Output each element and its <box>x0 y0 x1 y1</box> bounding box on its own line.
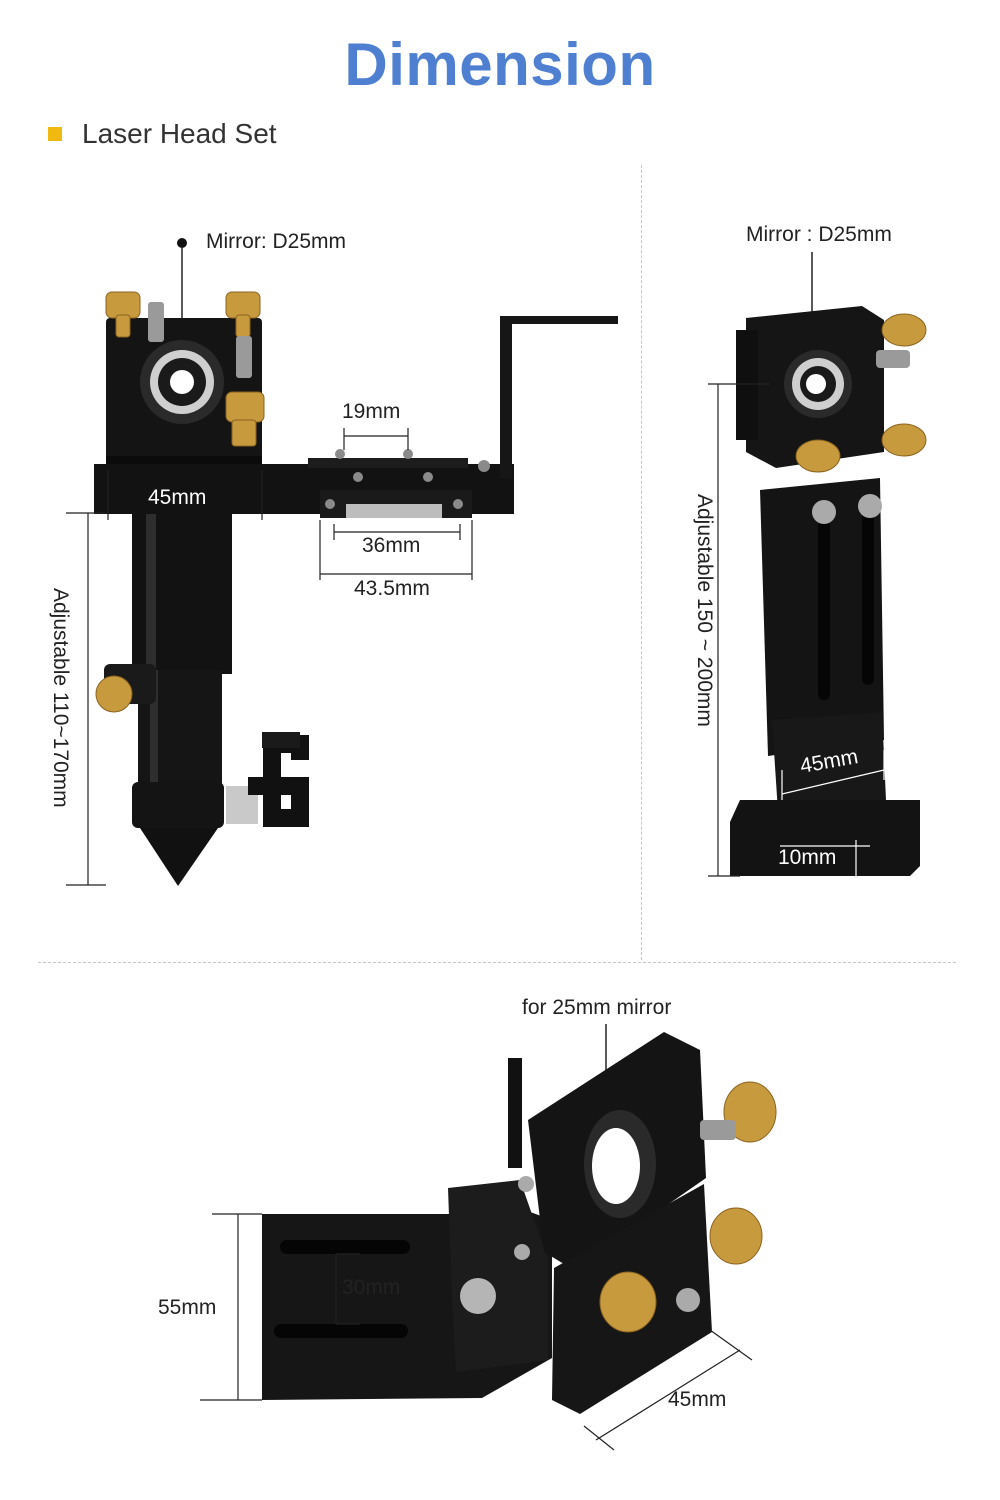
right-mirror-label: Mirror : D25mm <box>746 223 892 246</box>
page-title: Dimension <box>344 31 656 98</box>
bottom-height-label: 55mm <box>158 1296 217 1319</box>
left-mirror-label: Mirror: D25mm <box>206 230 346 253</box>
bottom-mirror-label: for 25mm mirror <box>522 996 672 1019</box>
section-heading: Laser Head Set <box>48 118 277 150</box>
bottom-width-label: 45mm <box>668 1388 727 1411</box>
vertical-divider <box>641 165 642 960</box>
left-rail-label: 36mm <box>362 534 421 557</box>
section-subtitle: Laser Head Set <box>82 118 277 149</box>
left-base-label: 43.5mm <box>354 577 430 600</box>
bullet-square-icon <box>48 127 62 141</box>
horizontal-divider <box>38 962 956 963</box>
bottom-slot-label: 30mm <box>342 1276 401 1299</box>
left-slot-label: 19mm <box>342 400 401 423</box>
left-width-label: 45mm <box>148 486 207 509</box>
right-thickness-label: 10mm <box>778 846 837 869</box>
